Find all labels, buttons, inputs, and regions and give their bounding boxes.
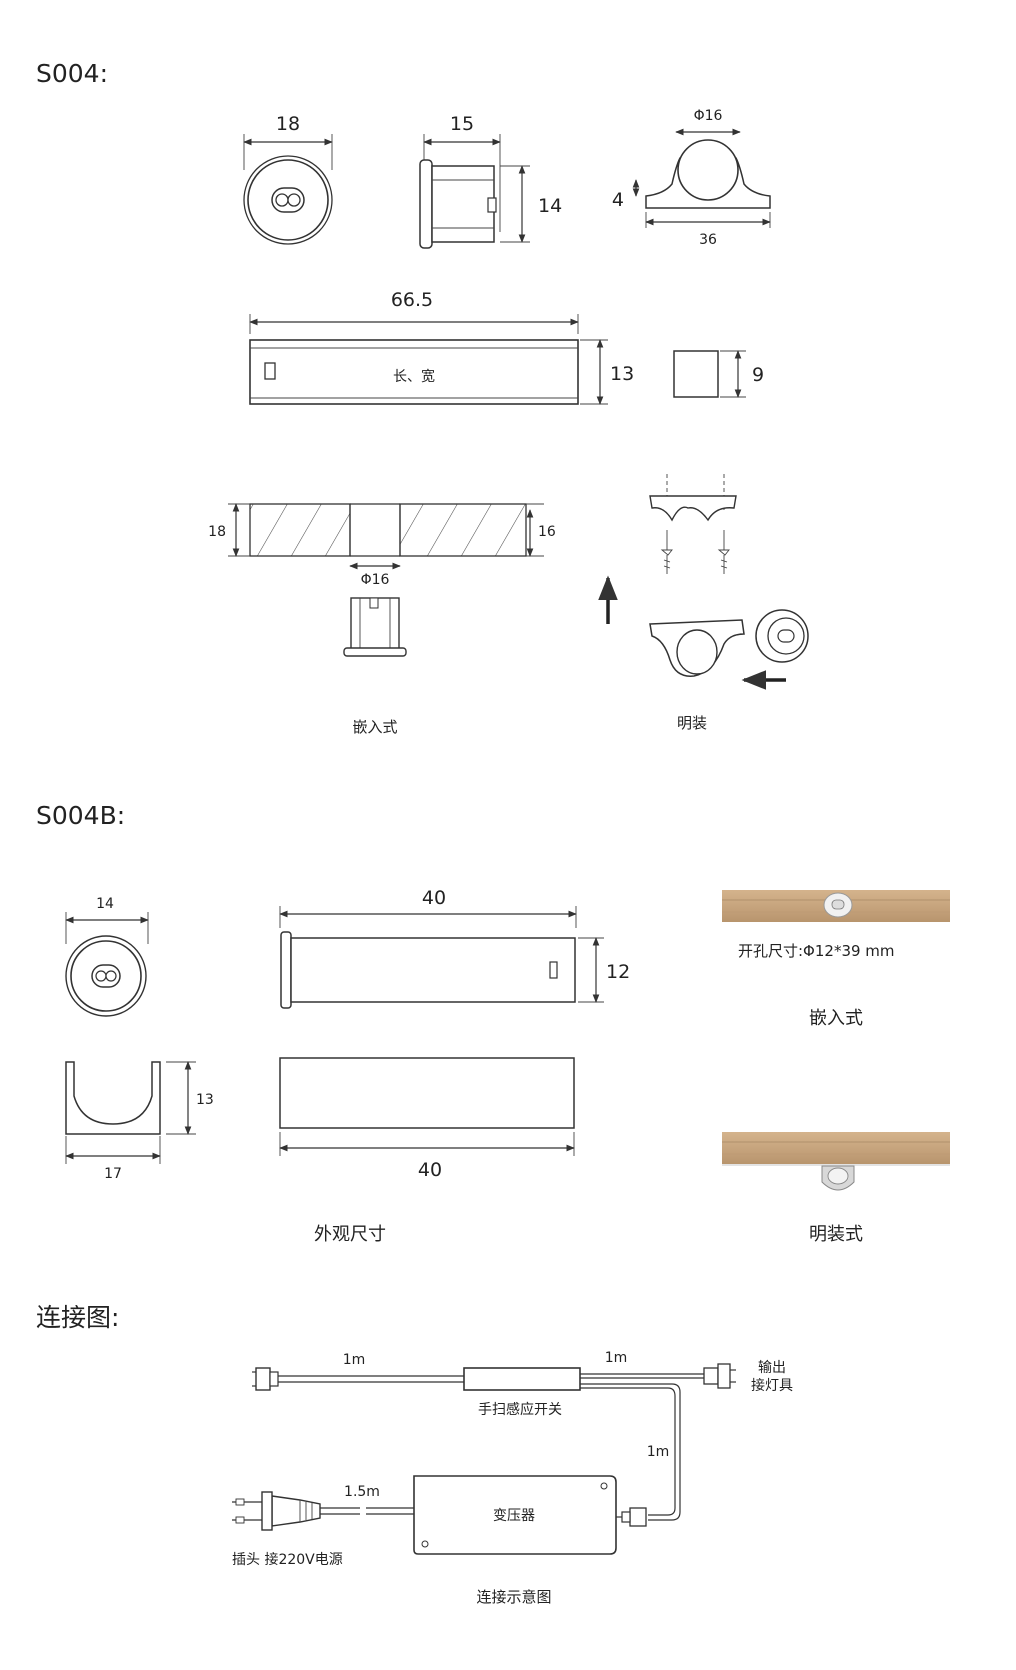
- dim-s004-clip-diameter: Φ16: [694, 108, 723, 124]
- dim-s004-clip-width: 36: [699, 232, 717, 248]
- dim-s004b-height: 12: [606, 961, 630, 983]
- len-plug: 1.5m: [344, 1484, 380, 1500]
- caption-s004b-recessed: 嵌入式: [809, 1008, 863, 1029]
- caption-s004-surface: 明装: [677, 714, 707, 732]
- dim-s004-hole-depth: 16: [538, 524, 556, 540]
- s004b-bar-top-view: 40: [279, 1057, 575, 1181]
- section-title-s004b: S004B:: [36, 801, 125, 830]
- dim-s004b-length-bottom: 40: [418, 1159, 442, 1181]
- s004b-front-view: 14: [65, 896, 149, 1017]
- s004-side-view: 15 14: [419, 113, 562, 249]
- dim-s004-length: 66.5: [391, 289, 433, 311]
- dim-s004-bar-height: 13: [610, 363, 634, 385]
- dim-s004-bar-end: 9: [752, 364, 764, 386]
- switch-label: 手扫感应开关: [478, 1401, 562, 1418]
- dim-s004-clip-thickness: 4: [612, 189, 624, 211]
- dim-s004-hole-diameter: Φ16: [361, 572, 390, 588]
- len-input: 1m: [343, 1352, 366, 1368]
- s004-surface-install: 明装: [598, 474, 809, 732]
- s004-mounting-clip: Φ16 4 36: [612, 108, 771, 248]
- transformer-connector-icon: [621, 1507, 647, 1527]
- output-label-2: 接灯具: [751, 1377, 793, 1394]
- dim-s004-diameter: 18: [276, 113, 300, 135]
- len-down: 1m: [647, 1444, 670, 1460]
- input-connector-icon: [252, 1367, 279, 1391]
- dim-s004b-clip-height: 13: [196, 1092, 214, 1108]
- output-connector-icon: [703, 1363, 736, 1389]
- s004b-hole-spec: 开孔尺寸:Φ12*39 mm: [738, 942, 895, 960]
- label-s004-bar: 长、宽: [393, 368, 435, 385]
- s004b-clip: 13 17: [65, 1061, 214, 1182]
- wiring-caption: 连接示意图: [476, 1588, 551, 1606]
- dim-s004-depth: 15: [450, 113, 474, 135]
- transformer: [413, 1475, 617, 1555]
- caption-s004-recessed: 嵌入式: [352, 718, 397, 736]
- s004-recessed-install: 18 16 Φ16 嵌入式: [208, 503, 556, 736]
- s004b-recessed-photo: 开孔尺寸:Φ12*39 mm 嵌入式: [722, 890, 950, 1029]
- dim-s004b-clip-width: 17: [104, 1166, 122, 1182]
- dim-s004b-length-top: 40: [422, 887, 446, 909]
- caption-s004b-surface: 明装式: [809, 1224, 863, 1245]
- wiring-diagram: 1m 手扫感应开关 1m 输出 接灯具 1m 变压器: [232, 1350, 793, 1606]
- dim-s004b-diameter: 14: [96, 896, 114, 912]
- section-title-s004: S004:: [36, 59, 108, 88]
- power-plug-icon: [232, 1491, 321, 1531]
- s004b-bar-side-view: 40 12: [279, 887, 630, 1009]
- caption-s004b-appearance: 外观尺寸: [314, 1224, 386, 1245]
- s004-bar-light: 66.5 长、宽 13 9: [249, 289, 764, 405]
- plug-label: 插头 接220V电源: [232, 1551, 343, 1568]
- dim-s004-board-thickness: 18: [208, 524, 226, 540]
- s004-front-view: 18: [243, 113, 333, 245]
- transformer-label: 变压器: [493, 1508, 535, 1524]
- output-label-1: 输出: [758, 1360, 786, 1376]
- s004b-surface-photo: 明装式: [722, 1132, 950, 1245]
- len-output: 1m: [605, 1350, 628, 1366]
- dim-s004-height: 14: [538, 195, 562, 217]
- sensor-switch: [463, 1367, 581, 1391]
- section-title-connection: 连接图:: [36, 1303, 119, 1332]
